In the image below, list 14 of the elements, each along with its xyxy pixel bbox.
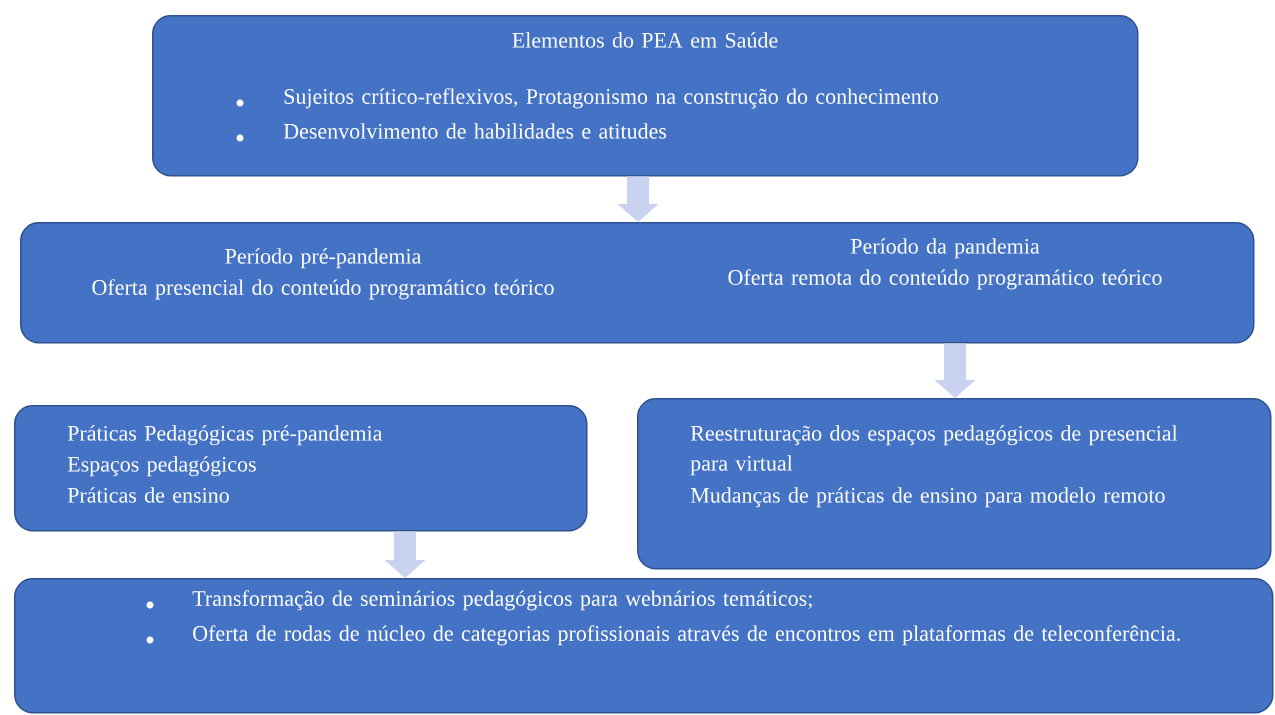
box-text: Transformação de seminários pedagógicos para webnários temáticos; — [192, 590, 812, 611]
box-text: Mudanças de práticas de ensino para modelo remoto — [690, 487, 1165, 508]
box-text: Oferta presencial do conteúdo programático teórico — [92, 279, 554, 300]
box-text: Reestruturação dos espaços pedagógicos de presencial para virtual — [690, 425, 1178, 476]
box-text: Espaços pedagógicos — [67, 456, 256, 477]
box-text: Elementos do PEA em Saúde — [512, 32, 778, 48]
box-text: Sujeitos crítico-reflexivos, Protagonismo na construção do conhecimento — [284, 88, 938, 109]
box-text: Período pré-pandemia — [225, 248, 422, 269]
box-text: Práticas de ensino — [67, 487, 229, 503]
box-text: Desenvolvimento de habilidades e atitudes — [283, 123, 667, 139]
box-text: Oferta de rodas de núcleo de categorias profissionais através de encontros em plataformas de teleconferência. — [193, 625, 1180, 646]
box-text: Práticas Pedagógicas pré-pandemia — [67, 425, 383, 446]
box-text: Oferta remota do conteúdo programático teórico — [728, 269, 1162, 290]
box-text: Período da pandemia — [850, 238, 1040, 259]
